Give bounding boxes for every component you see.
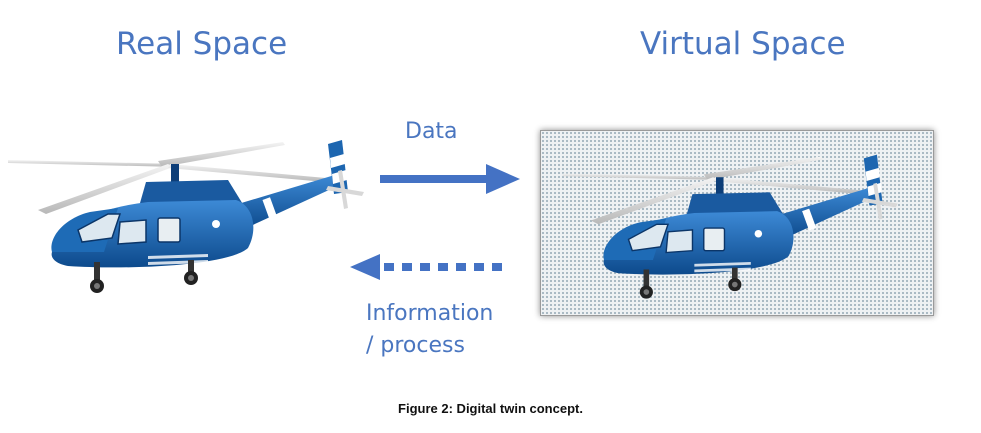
information-arrow-icon bbox=[350, 254, 502, 280]
figure-caption: Figure 2: Digital twin concept. bbox=[398, 401, 583, 416]
virtual-helicopter-icon bbox=[562, 154, 898, 299]
virtual-space-heading: Virtual Space bbox=[640, 26, 846, 62]
information-process-label: Information / process bbox=[366, 298, 493, 362]
data-flow-label: Data bbox=[405, 119, 458, 144]
data-arrow-icon bbox=[380, 164, 520, 194]
real-space-heading: Real Space bbox=[116, 26, 288, 62]
real-helicopter-icon bbox=[8, 140, 364, 293]
virtual-space-panel bbox=[540, 130, 934, 316]
information-label-line2: / process bbox=[366, 333, 465, 358]
information-label-line1: Information bbox=[366, 301, 494, 326]
